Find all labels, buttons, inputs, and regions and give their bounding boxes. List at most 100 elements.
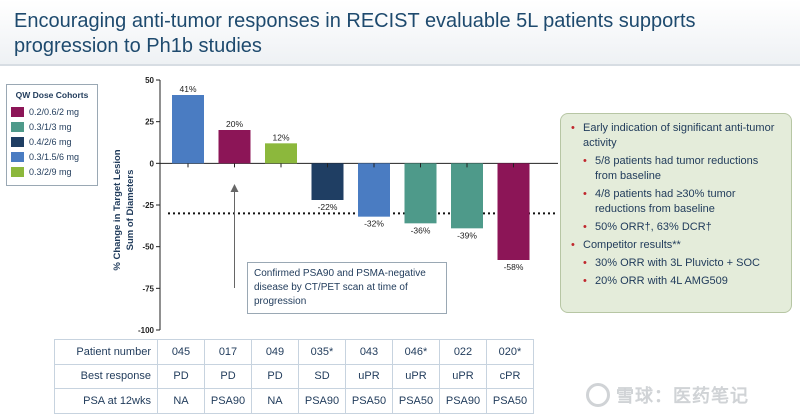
y-tick-label: 0 [150,159,155,168]
bar-045 [172,95,204,164]
bullet-icon: • [583,275,587,287]
y-tick-label: 25 [145,118,154,127]
legend-label: 0.3/1/3 mg [29,121,72,132]
data-label: 41% [179,84,196,94]
data-label: 12% [272,132,289,142]
bar-035* [311,163,344,200]
table-cell: uPR [392,363,440,389]
legend-item: 0.3/1/3 mg [11,119,93,134]
legend-label: 0.2/0.6/2 mg [29,106,80,117]
bullet-icon: • [583,257,587,269]
summary-subitem: • 30% ORR with 3L Pluvicto + SOC [583,256,783,271]
table-cell: PSA90 [439,388,487,414]
annotation-box: Confirmed PSA90 and PSMA-negative diseas… [247,262,447,314]
table-cell: PSA90 [204,388,252,414]
table-cell: 020* [486,339,534,365]
data-label: -22% [318,202,338,212]
legend-label: 0.4/2/6 mg [29,136,72,147]
table-cell: NA [157,388,205,414]
bullet-icon: • [571,122,575,134]
table-cell: SD [298,363,346,389]
table-cell: PSA50 [345,388,393,414]
summary-text: 20% ORR with 4L AMG509 [595,275,728,287]
bullet-icon: • [583,188,587,200]
bullet-icon: • [583,155,587,167]
table-cell: 043 [345,339,393,365]
bar-049 [265,143,297,164]
y-tick-label: -50 [142,243,154,252]
bullet-icon: • [583,221,587,233]
table-cell: uPR [345,363,393,389]
data-label: -36% [411,225,431,235]
data-label: 20% [226,119,243,129]
bar-017 [218,130,251,164]
y-tick-label: -25 [142,201,154,210]
summary-text: 30% ORR with 3L Pluvicto + SOC [595,257,760,269]
waterfall-chart: 50 25 0 -25 -50 -75 -100 41% 20% 12% -22% -32% -36% -… [138,76,558,335]
header-banner: Encouraging anti-tumor responses in RECI… [0,0,800,66]
table-cell: PSA90 [298,388,346,414]
table-cell: 022 [439,339,487,365]
row-header: PSA at 12wks [54,388,158,414]
table-cell: uPR [439,363,487,389]
legend-item: 0.4/2/6 mg [11,134,93,149]
y-tick-label: -75 [142,284,154,293]
summary-item: • Early indication of significant anti-tu… [571,121,783,151]
legend-swatch [11,166,24,177]
legend-label: 0.3/2/9 mg [29,166,72,177]
bar-022 [451,163,483,229]
table-cell: 049 [251,339,299,365]
table-cell: PD [251,363,299,389]
legend-item: 0.3/2/9 mg [11,164,93,179]
data-label: -39% [457,230,477,240]
data-label: -32% [364,219,384,229]
summary-subitem: • 4/8 patients had ≥30% tumor reductions … [583,187,783,217]
table-cell: cPR [486,363,534,389]
page-title: Encouraging anti-tumor responses in RECI… [14,10,696,57]
summary-text: 50% ORR†, 63% DCR† [595,221,712,233]
watermark: 雪球：医药笔记 [586,380,796,410]
table-cell: 035* [298,339,346,365]
legend-swatch [11,136,24,147]
watermark-logo-icon [586,383,610,407]
table-cell: PSA50 [486,388,534,414]
summary-subitem: • 20% ORR with 4L AMG509 [583,274,783,289]
summary-subitem: • 50% ORR†, 63% DCR† [583,220,783,235]
row-header: Best response [54,363,158,389]
legend-item: 0.3/1.5/6 mg [11,149,93,164]
y-tick-label: 50 [145,76,154,85]
legend-item: 0.2/0.6/2 mg [11,104,93,119]
annotation-arrow-head [230,184,239,192]
table-cell: PD [204,363,252,389]
bar-020* [497,163,530,260]
table-cell: 046* [392,339,440,365]
summary-text: Early indication of significant anti-tum… [583,122,775,149]
legend-label: 0.3/1.5/6 mg [29,151,80,162]
dose-cohort-legend: QW Dose Cohorts 0.2/0.6/2 mg 0.3/1/3 mg 0.… [6,84,98,186]
data-label: -58% [504,262,524,272]
summary-box: • Early indication of significant anti-tu… [560,113,792,313]
y-tick-label: -100 [138,326,155,335]
legend-swatch [11,106,24,117]
table-cell: 045 [157,339,205,365]
watermark-text: 雪球：医药笔记 [616,386,749,406]
legend-title: QW Dose Cohorts [15,90,89,100]
bullet-icon: • [571,239,575,251]
summary-item: • Competitor results** [571,238,783,253]
table-cell: PSA50 [392,388,440,414]
table-cell: NA [251,388,299,414]
legend-swatch [11,121,24,132]
bar-043 [358,163,390,217]
table-cell: PD [157,363,205,389]
summary-subitem: • 5/8 patients had tumor reductions from … [583,154,783,184]
summary-text: Competitor results** [583,239,681,251]
summary-text: 5/8 patients had tumor reductions from b… [595,155,759,182]
row-header: Patient number [54,339,158,365]
summary-text: 4/8 patients had ≥30% tumor reductions f… [595,188,736,215]
bar-046* [404,163,437,224]
legend-swatch [11,151,24,162]
